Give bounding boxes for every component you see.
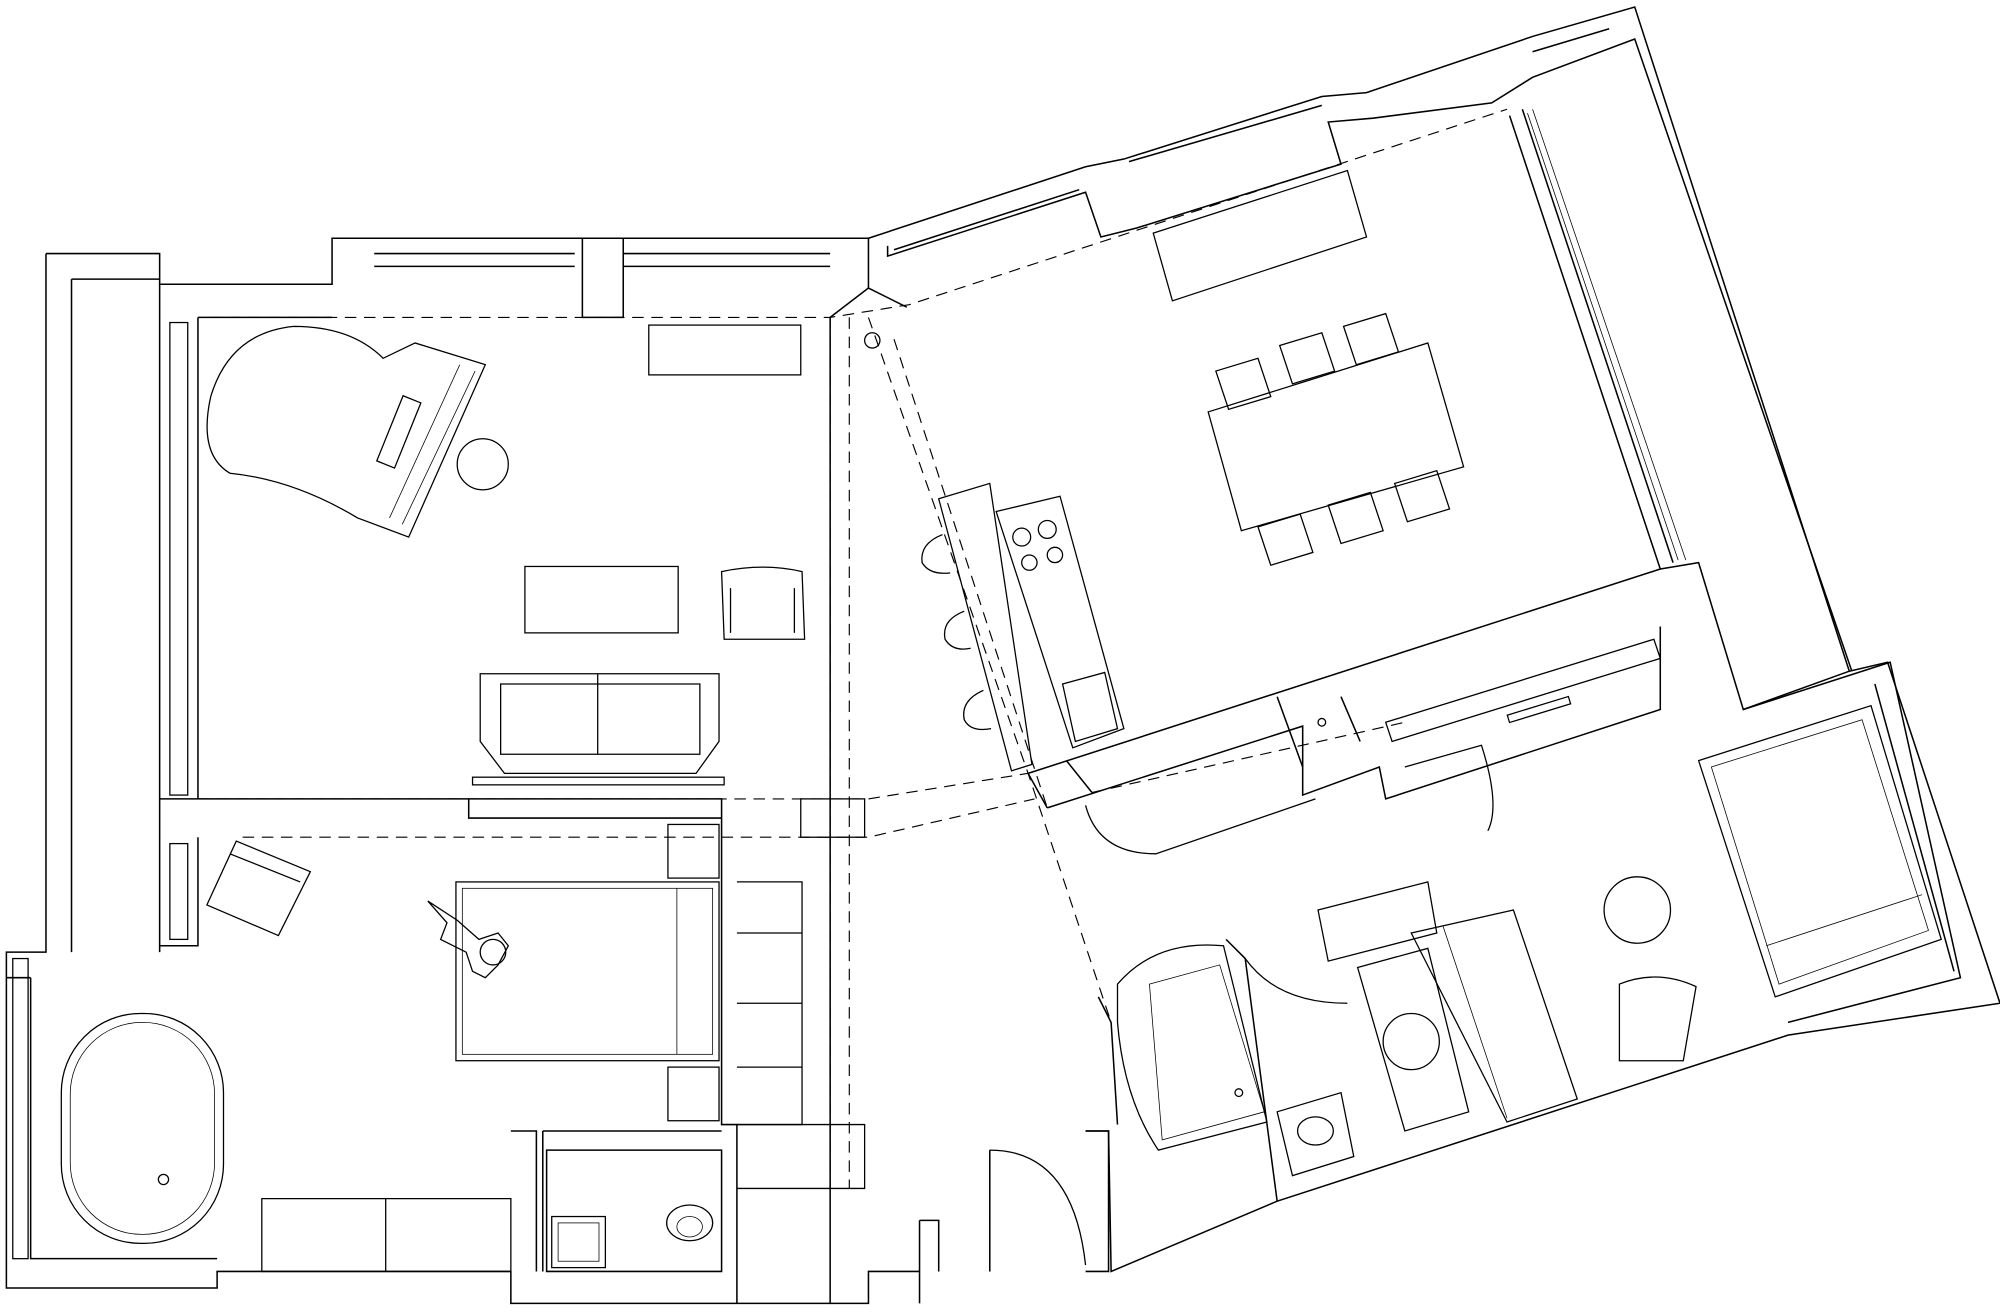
bedroom-armchair (1618, 976, 1697, 1062)
toilet-bowl (1296, 1116, 1334, 1146)
bedroom-armchair (206, 840, 312, 937)
bathtub-drain (157, 1173, 170, 1186)
sink (551, 1215, 607, 1269)
toilet (666, 1204, 714, 1242)
armchair (720, 566, 806, 640)
projection-lines (197, 108, 1508, 1189)
hall-wall-curve (1084, 798, 1316, 855)
sideboard (1152, 169, 1368, 302)
dining-table (1207, 342, 1465, 532)
shower-drain (1234, 1088, 1244, 1098)
wardrobe-right (1410, 909, 1579, 1123)
sofa (479, 673, 720, 774)
coffee-table (524, 565, 679, 634)
left-wing-furniture (60, 324, 866, 1273)
entrance-door[interactable] (918, 1130, 1110, 1304)
vanity (1356, 947, 1470, 1132)
desk-shelf (1384, 638, 1662, 743)
bedroom-door[interactable] (1244, 744, 1494, 1004)
sofa-shelf (471, 776, 725, 786)
shower (1116, 944, 1268, 1151)
bathtub (60, 1012, 225, 1244)
bedroom-round-table (1603, 876, 1672, 944)
right-wing-walls (868, 6, 2000, 1273)
wardrobe (736, 881, 803, 1126)
tv-bench (648, 324, 802, 376)
washbasin (1382, 1012, 1440, 1071)
kitchen-island (937, 482, 1033, 772)
left-window-lower (169, 842, 189, 941)
bedroom-bed (1697, 704, 1943, 998)
cooktop (1012, 519, 1064, 571)
bath-window (12, 957, 29, 1260)
right-wing-furniture (863, 169, 1943, 1177)
kitchen-sink (1061, 671, 1119, 743)
column (800, 798, 866, 838)
piano-music-stand (375, 394, 422, 469)
kitchen-counter (995, 495, 1125, 749)
bar-stools (921, 533, 992, 731)
nightstand-top (667, 823, 720, 879)
grand-piano (206, 325, 487, 538)
round-side-table (456, 438, 509, 491)
human-figure (427, 900, 510, 979)
left-wing-walls (5, 237, 920, 1305)
desk-cabinet (261, 1198, 512, 1273)
toilet-right (1276, 1091, 1355, 1177)
bed (455, 881, 720, 1062)
nightstand-bottom (667, 1066, 720, 1122)
ceiling-light (1317, 717, 1327, 727)
shelf-handle (1506, 695, 1572, 724)
column-round (863, 332, 881, 349)
left-window (169, 321, 189, 796)
dining-chairs (1215, 312, 1451, 566)
